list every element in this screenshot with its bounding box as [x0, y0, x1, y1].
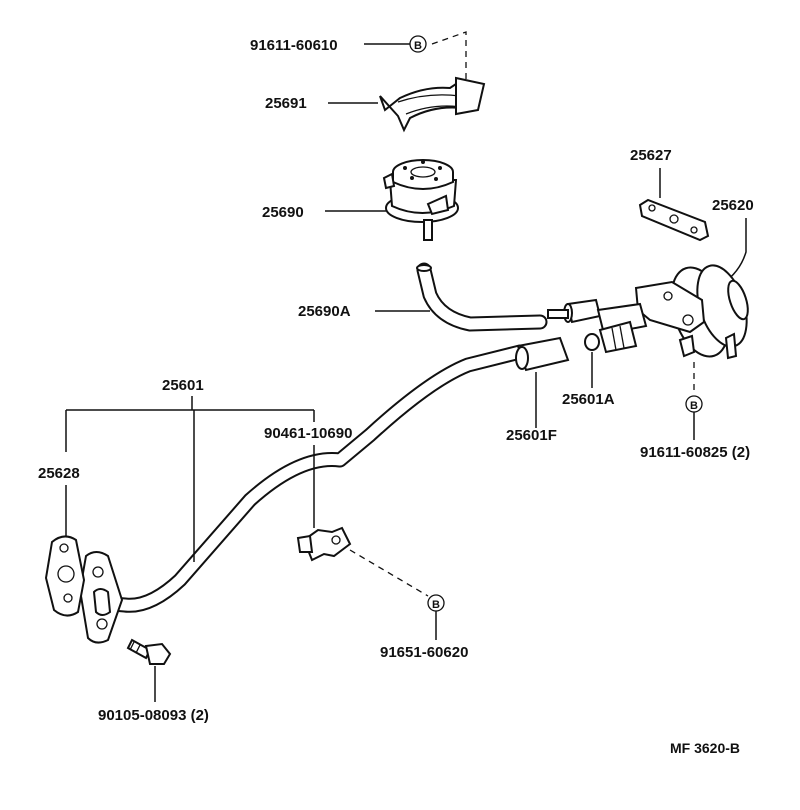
part-number-25690A: 25690A — [298, 303, 351, 320]
flange-bolt-callout: 90105-08093 (2) — [98, 666, 209, 724]
part-number-25601F: 25601F — [506, 427, 557, 444]
clamp-bolt-callout: 91611-60610 B — [250, 31, 467, 82]
b-marker-icon — [409, 35, 427, 53]
gasket — [44, 535, 86, 617]
part-number-25691: 25691 — [265, 95, 307, 112]
gasket-ring-callout: 25601A — [562, 352, 615, 408]
part-number-25690: 25690 — [262, 204, 304, 221]
part-number-91611-60610: 91611-60610 — [250, 37, 338, 54]
pipe-flange — [78, 551, 124, 644]
b-marker-label: B — [690, 400, 698, 412]
gasket-callout: 25628 — [38, 465, 80, 536]
bolt — [126, 638, 172, 665]
part-number-91611-60825: 91611-60825 (2) — [640, 444, 750, 461]
part-number-25627: 25627 — [630, 147, 672, 164]
egr-valve: 25620 — [547, 197, 754, 360]
clamp-part: 25691 — [265, 76, 486, 133]
part-number-25628: 25628 — [38, 465, 80, 482]
part-number-25601A: 25601A — [562, 391, 615, 408]
clip-bolt-callout: 90461-10690 — [264, 425, 352, 528]
hose-callout: 25601F — [506, 372, 557, 444]
part-number-25601: 25601 — [162, 377, 204, 394]
bracket: 25627 — [630, 147, 710, 242]
part-number-90105-08093: 90105-08093 (2) — [98, 707, 209, 724]
part-number-25620: 25620 — [712, 197, 754, 214]
b-marker-label: B — [414, 40, 422, 52]
pipe-assembly-callout: 25601 — [65, 377, 315, 562]
clip-lower-bolt-callout: B 91651-60620 — [349, 549, 468, 661]
vacuum-switching-valve: 25690 — [262, 159, 459, 241]
diagram-reference: MF 3620-B — [670, 740, 740, 756]
part-number-91651-60620: 91651-60620 — [380, 644, 468, 661]
b-marker-label: B — [432, 599, 440, 611]
egr-bolt-callout: B 91611-60825 (2) — [640, 362, 750, 461]
egr-pipe — [92, 320, 638, 613]
part-number-90461-10690: 90461-10690 — [264, 425, 352, 442]
vacuum-hose: 25690A — [298, 262, 548, 332]
pipe-clamp — [296, 526, 352, 562]
